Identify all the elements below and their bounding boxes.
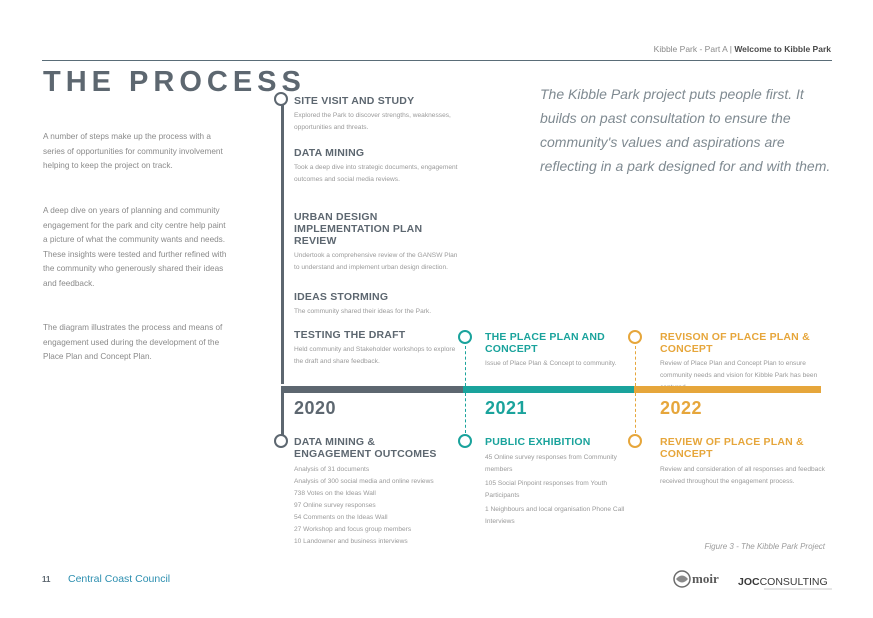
step-desc: Held community and Stakeholder workshops… (294, 346, 456, 365)
step-desc: Undertook a comprehensive review of the … (294, 252, 458, 271)
step-title: DATA MINING (294, 147, 365, 159)
step-place-plan: THE PLACE PLAN AND CONCEPT Issue of Plac… (485, 331, 625, 370)
step-desc: Issue of Place Plan & Concept to communi… (485, 360, 617, 367)
intro-paragraph-2: A deep dive on years of planning and com… (43, 206, 227, 288)
intro-paragraph-1: A number of steps make up the process wi… (43, 132, 223, 170)
joc-consulting-logo: JOCCONSULTING (738, 572, 833, 592)
list-item: 97 Online survey responses (294, 502, 376, 509)
timeline-2021-dash-lower (465, 393, 466, 433)
step-circle-icon (458, 434, 472, 448)
list-item: Analysis of 300 social media and online … (294, 478, 434, 485)
step-title: TESTING THE DRAFT (294, 329, 406, 341)
list-item: 1 Neighbours and local organisation Phon… (485, 506, 625, 525)
step-title: URBAN DESIGN IMPLEMENTATION PLAN REVIEW (294, 211, 423, 247)
step-title: SITE VISIT AND STUDY (294, 95, 415, 107)
intro-paragraph-3: The diagram illustrates the process and … (43, 323, 223, 361)
step-testing-draft: TESTING THE DRAFT Held community and Sta… (294, 329, 464, 368)
figure-caption: Figure 3 - The Kibble Park Project (704, 542, 826, 551)
timeline-2020-line-lower (281, 393, 284, 438)
step-title: REVISON OF PLACE PLAN & CONCEPT (660, 331, 810, 355)
step-title: DATA MINING & ENGAGEMENT OUTCOMES (294, 436, 437, 460)
year-2022: 2022 (660, 398, 703, 418)
timeline-2022-dash-lower (635, 393, 636, 433)
page-number: 11 (42, 575, 51, 584)
year-2021: 2021 (485, 398, 528, 418)
svg-text:JOCCONSULTING: JOCCONSULTING (738, 576, 828, 588)
step-circle-icon (628, 330, 642, 344)
step-title: IDEAS STORMING (294, 291, 389, 303)
step-title: THE PLACE PLAN AND CONCEPT (485, 331, 605, 355)
year-2020: 2020 (294, 398, 337, 418)
timeline-2020-line (281, 104, 284, 384)
step-ideas-storming: IDEAS STORMING The community shared thei… (294, 291, 464, 318)
step-revision: REVISON OF PLACE PLAN & CONCEPT Review o… (660, 331, 825, 394)
pull-quote: The Kibble Park project puts people firs… (540, 86, 831, 174)
step-desc: Review and consideration of all response… (660, 466, 825, 485)
step-desc: Took a deep dive into strategic document… (294, 164, 458, 183)
list-item: 45 Online survey responses from Communit… (485, 454, 617, 473)
list-item: 27 Workshop and focus group members (294, 526, 412, 533)
list-item: 10 Landowner and business interviews (294, 538, 408, 545)
step-title: PUBLIC EXHIBITION (485, 436, 591, 448)
step-circle-icon (628, 434, 642, 448)
list-item: 738 Votes on the Ideas Wall (294, 490, 376, 497)
step-circle-icon (274, 434, 288, 448)
breadcrumb-section: Kibble Park - Part A (653, 44, 728, 54)
timeline-bar-2020 (281, 386, 463, 393)
list-item: 105 Social Pinpoint responses from Youth… (485, 480, 608, 499)
breadcrumb-current: Welcome to Kibble Park (734, 44, 831, 54)
step-desc: Explored the Park to discover strengths,… (294, 112, 451, 131)
timeline-2022-dash (635, 346, 636, 386)
header-divider (42, 60, 832, 61)
step-public-exhibition: PUBLIC EXHIBITION 45 Online survey respo… (485, 436, 625, 528)
list-item: Analysis of 31 documents (294, 466, 370, 473)
step-desc: The community shared their ideas for the… (294, 308, 432, 315)
step-site-visit: SITE VISIT AND STUDY Explored the Park t… (294, 95, 464, 134)
step-data-mining: DATA MINING Took a deep dive into strate… (294, 147, 464, 186)
step-title: REVIEW OF PLACE PLAN & CONCEPT (660, 436, 804, 460)
page-title: THE PROCESS (43, 66, 306, 98)
list-item: 54 Comments on the Ideas Wall (294, 514, 388, 521)
timeline-bar-2022 (634, 386, 821, 393)
organisation-name: Central Coast Council (68, 573, 171, 585)
step-circle-icon (274, 92, 288, 106)
step-udip-review: URBAN DESIGN IMPLEMENTATION PLAN REVIEW … (294, 211, 459, 274)
timeline-bar-2021 (463, 386, 634, 393)
step-review-place-plan: REVIEW OF PLACE PLAN & CONCEPT Review an… (660, 436, 825, 488)
step-engagement-outcomes: DATA MINING & ENGAGEMENT OUTCOMES Analys… (294, 436, 454, 548)
breadcrumb: Kibble Park - Part A | Welcome to Kibble… (653, 44, 831, 54)
timeline-2021-dash (465, 346, 466, 386)
step-circle-icon (458, 330, 472, 344)
moir-logo: moir (673, 568, 729, 590)
svg-text:moir: moir (692, 571, 719, 586)
